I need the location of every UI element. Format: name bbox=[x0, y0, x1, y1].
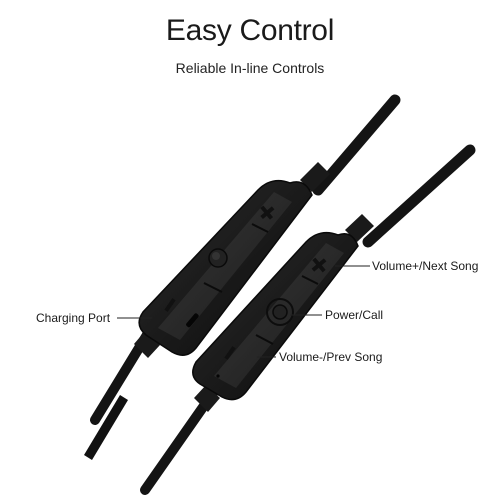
right-remote bbox=[192, 214, 374, 412]
minus-icon bbox=[164, 298, 176, 312]
label-volume-up: Volume+/Next Song bbox=[372, 259, 479, 273]
power-button-icon bbox=[208, 248, 228, 268]
plus-icon bbox=[260, 205, 275, 220]
label-power: Power/Call bbox=[325, 308, 384, 322]
page-subtitle: Reliable In-line Controls bbox=[175, 60, 325, 76]
page-title: Easy Control bbox=[165, 14, 335, 47]
power-button-icon bbox=[266, 298, 294, 326]
label-charging-port: Charging Port bbox=[36, 311, 111, 325]
plus-icon bbox=[311, 257, 327, 273]
left-remote bbox=[134, 162, 330, 358]
minus-icon bbox=[224, 346, 236, 360]
label-volume-down: Volume-/Prev Song bbox=[279, 350, 383, 364]
